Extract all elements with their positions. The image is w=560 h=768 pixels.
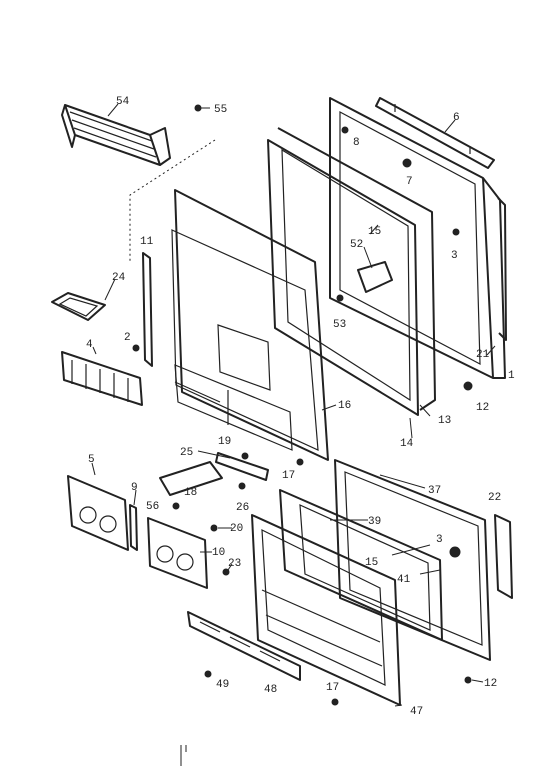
callout-48: 48 xyxy=(264,684,277,696)
part-16-inner-door xyxy=(171,189,329,461)
hardware-2 xyxy=(132,344,140,352)
callout-41: 41 xyxy=(397,574,411,586)
callout-24: 24 xyxy=(112,272,126,284)
callout-18: 18 xyxy=(184,487,197,499)
callout-12-lower: 12 xyxy=(484,678,497,690)
part-1-outer-door-panel xyxy=(329,97,506,379)
callout-5: 5 xyxy=(88,454,95,466)
callout-52: 52 xyxy=(350,239,363,251)
callout-47: 47 xyxy=(410,706,423,718)
callout-22: 22 xyxy=(488,492,501,504)
hardware-25 xyxy=(241,452,249,460)
hardware-3-upper xyxy=(452,228,460,236)
hardware-53 xyxy=(336,294,344,302)
part-52-bracket xyxy=(357,261,393,293)
callout-17-upper: 17 xyxy=(282,470,295,482)
hardware-23 xyxy=(222,568,230,576)
part-48-kick-plate xyxy=(187,611,301,681)
callout-49: 49 xyxy=(216,679,229,691)
callout-3-upper: 3 xyxy=(451,250,458,262)
callout-2: 2 xyxy=(124,332,131,344)
part-5-crisper-tray xyxy=(67,475,129,551)
callout-39: 39 xyxy=(368,516,381,528)
callout-25: 25 xyxy=(180,447,193,459)
hardware-26 xyxy=(238,482,246,490)
callout-3-lower: 3 xyxy=(436,534,443,546)
callout-37: 37 xyxy=(428,485,441,497)
part-13-door-liner xyxy=(267,127,436,416)
part-6-top-trim xyxy=(375,97,495,169)
leader-lines xyxy=(91,103,496,752)
callout-12-upper: 12 xyxy=(476,402,489,414)
part-21-hinge-bar xyxy=(497,197,507,341)
callout-7: 7 xyxy=(406,176,413,188)
hardware-12-lower xyxy=(464,676,472,684)
part-24-small-tray xyxy=(51,292,106,321)
callout-23: 23 xyxy=(228,558,241,570)
hardware-12-upper xyxy=(463,381,473,391)
callout-26: 26 xyxy=(236,502,249,514)
callout-13: 13 xyxy=(438,415,451,427)
alignment-leader-54 xyxy=(129,139,216,262)
callout-56: 56 xyxy=(146,501,159,513)
hardware-49 xyxy=(204,670,212,678)
part-10-crisper-tray xyxy=(147,517,208,589)
callout-9: 9 xyxy=(131,482,138,494)
callout-6: 6 xyxy=(453,112,460,124)
hardware-8 xyxy=(341,126,349,134)
callout-20: 20 xyxy=(230,523,243,535)
part-55-screw xyxy=(194,104,202,112)
hardware-20 xyxy=(210,524,218,532)
callout-14: 14 xyxy=(400,438,414,450)
callout-15-lower: 15 xyxy=(365,557,378,569)
callout-11: 11 xyxy=(140,236,154,248)
part-22-hinge-bar xyxy=(494,514,513,599)
part-19-hinge-rail xyxy=(215,452,269,481)
callout-16: 16 xyxy=(338,400,351,412)
callout-53: 53 xyxy=(333,319,346,331)
part-37-lower-outer-panel xyxy=(334,459,491,661)
callout-54: 54 xyxy=(116,96,130,108)
part-11-vertical-strip xyxy=(142,252,153,367)
part-18-handle xyxy=(159,461,223,496)
hardware-7 xyxy=(402,158,412,168)
callout-17-lower: 17 xyxy=(326,682,339,694)
hardware-17-upper xyxy=(296,458,304,466)
part-54-door-shelf xyxy=(61,104,171,166)
callout-15-upper: 15 xyxy=(368,226,381,238)
part-39-lower-liner xyxy=(279,489,443,641)
callout-55: 55 xyxy=(214,104,227,116)
callout-10: 10 xyxy=(212,547,225,559)
part-4-grille xyxy=(61,351,143,406)
hardware-3-lower xyxy=(449,546,461,558)
hardware-56 xyxy=(172,502,180,510)
callout-19: 19 xyxy=(218,436,231,448)
callout-4: 4 xyxy=(86,339,93,351)
callout-8: 8 xyxy=(353,137,360,149)
part-47-lower-inner-door xyxy=(251,514,401,706)
part-9-divider xyxy=(129,504,138,551)
hardware-17-lower xyxy=(331,698,339,706)
callout-1: 1 xyxy=(508,370,515,382)
callout-21: 21 xyxy=(476,349,490,361)
